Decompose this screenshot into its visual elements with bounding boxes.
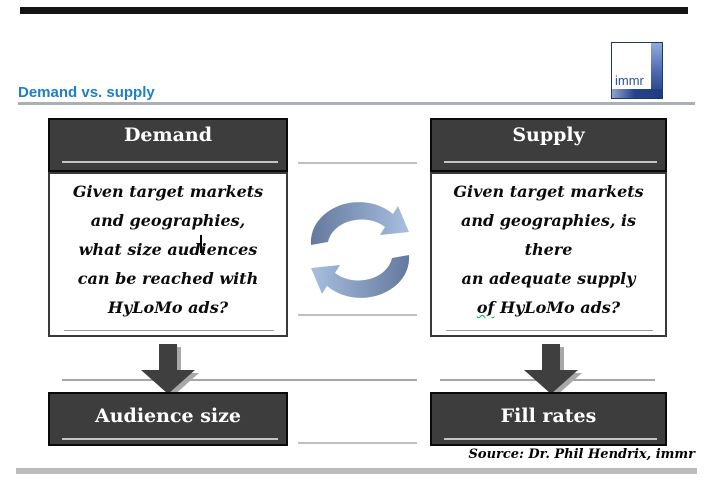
supply-text-line: there <box>524 240 573 259</box>
supply-header-underline <box>444 161 657 163</box>
source-attribution: Source: Dr. Phil Hendrix, immr <box>468 447 695 462</box>
demand-text-line: can be reached with <box>77 269 259 288</box>
fill-rates-box[interactable]: Fill rates <box>430 392 667 446</box>
spellcheck-squiggle-word: of <box>476 298 495 317</box>
audience-size-underline <box>62 438 278 440</box>
demand-header-box[interactable]: Demand <box>48 118 288 172</box>
supply-text-underline <box>446 330 653 331</box>
supply-header-box[interactable]: Supply <box>430 118 667 172</box>
middle-gap-rule <box>298 314 417 316</box>
supply-text-line: an adequate supply <box>461 269 636 288</box>
supply-text-line: and geographies, is <box>460 211 637 230</box>
top-divider-bar <box>20 7 688 14</box>
text-cursor <box>200 235 202 253</box>
logo-bevel-bottom <box>612 89 662 98</box>
result-gap-rule <box>298 442 417 444</box>
logo-bevel-right <box>651 43 662 98</box>
supply-text-line: Given target markets <box>453 182 644 201</box>
bottom-divider-bar <box>16 468 697 474</box>
supply-text-box[interactable]: Given target markets and geographies, is… <box>430 172 667 337</box>
demand-text-underline <box>64 330 274 331</box>
demand-text-line: and geographies, <box>90 211 246 230</box>
supply-header-label: Supply <box>512 124 585 146</box>
demand-text-line: what size audiences <box>78 240 258 259</box>
arrow-row-rule-left <box>62 379 417 381</box>
cycle-arrows-icon <box>310 202 410 298</box>
title-underline <box>18 102 695 105</box>
down-arrow-icon <box>524 344 582 397</box>
demand-text-line: HyLoMo ads? <box>107 298 229 317</box>
fill-rates-label: Fill rates <box>500 405 597 427</box>
supply-text-line-rest: HyLoMo ads? <box>494 298 621 317</box>
audience-size-box[interactable]: Audience size <box>48 392 288 446</box>
header-gap-rule <box>298 162 417 164</box>
fill-rates-underline <box>444 438 657 440</box>
demand-text-line: Given target markets <box>72 182 264 201</box>
audience-size-label: Audience size <box>94 405 242 427</box>
demand-header-underline <box>62 161 278 163</box>
immr-logo: immr <box>611 42 663 99</box>
demand-text-box[interactable]: Given target markets and geographies, wh… <box>48 172 288 337</box>
demand-header-label: Demand <box>123 124 213 146</box>
page-title: Demand vs. supply <box>18 84 155 101</box>
supply-text-line: of HyLoMo ads? <box>432 293 665 322</box>
logo-text: immr <box>615 73 644 88</box>
down-arrow-icon <box>141 344 199 397</box>
